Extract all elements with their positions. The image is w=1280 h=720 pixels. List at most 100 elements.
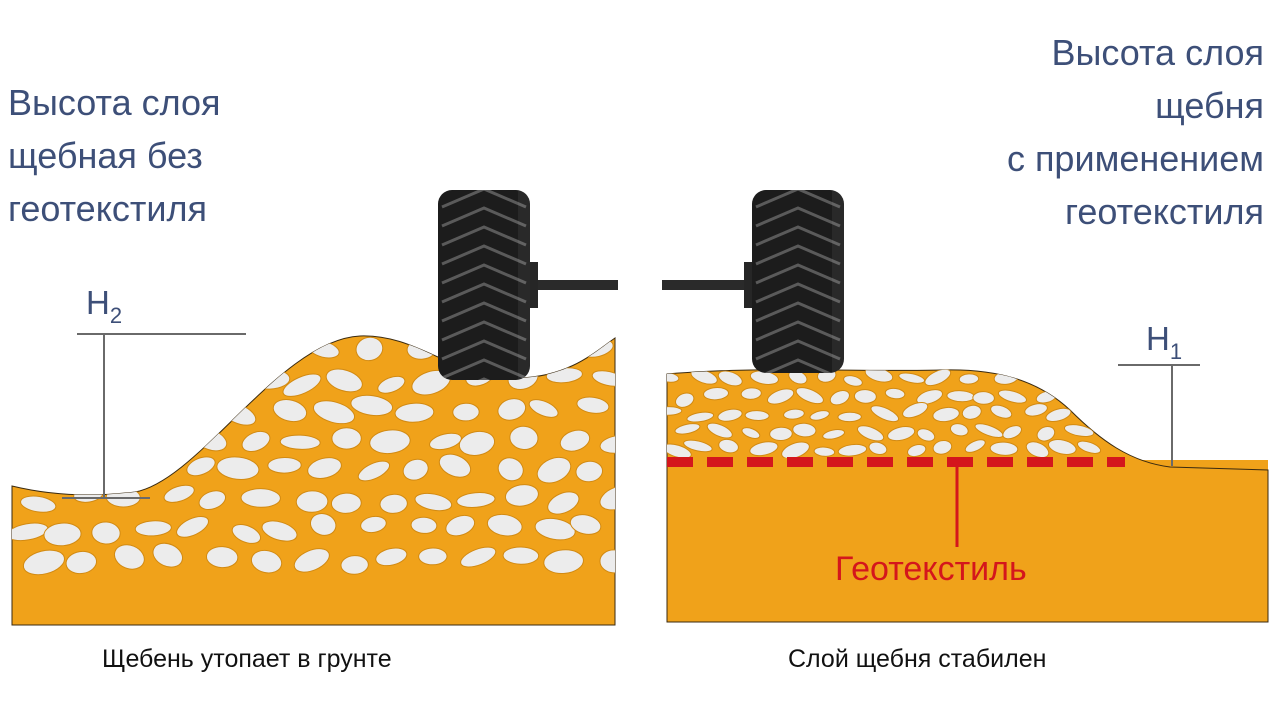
gravel-stone	[250, 549, 283, 574]
tire-tread-groove	[441, 263, 527, 285]
gravel-stone	[122, 432, 151, 449]
left-title: Высота слоя щебная без геотекстиля	[8, 76, 221, 235]
gravel-stone	[293, 548, 330, 573]
gravel-stone	[683, 439, 713, 453]
gravel-stone	[452, 402, 480, 422]
gravel-stone	[949, 423, 969, 437]
gravel-stone	[547, 491, 580, 515]
gravel-stone	[509, 425, 539, 451]
gravel-stone	[357, 460, 391, 482]
gravel-stone	[267, 456, 302, 474]
tire-highlight	[518, 190, 530, 380]
gravel-stone	[176, 515, 210, 538]
gravel-stone	[486, 513, 523, 537]
gravel-stone	[360, 515, 387, 534]
tire-tread-groove	[755, 225, 841, 247]
gravel-stone	[182, 397, 211, 422]
gravel-stone	[543, 549, 584, 575]
tire-tread-groove	[755, 339, 841, 361]
gravel-stone	[534, 517, 576, 541]
gravel-stone	[223, 345, 254, 365]
gravel-stone	[843, 375, 863, 387]
gravel-stone	[528, 399, 559, 418]
gravel-stone	[1063, 424, 1095, 438]
gravel-stone	[12, 341, 35, 360]
gravel-stone	[375, 547, 408, 567]
gravel-stone	[1002, 425, 1022, 440]
gravel-stone	[134, 520, 172, 537]
gravel-stone	[853, 389, 877, 404]
gravel-stone	[456, 492, 496, 508]
gravel-stone	[599, 434, 615, 454]
gravel-stone	[916, 428, 936, 442]
gravel-stone	[887, 426, 916, 442]
right-wheel-icon	[752, 190, 844, 373]
gravel-stone	[12, 460, 35, 481]
gravel-stone	[1077, 369, 1104, 386]
tire-tread-groove	[755, 244, 841, 266]
gravel-stone	[932, 439, 953, 455]
left-title-line-3: геотекстиля	[8, 188, 207, 229]
gravel-stone	[369, 429, 411, 455]
gravel-stone	[990, 404, 1013, 419]
tire-tread-groove	[441, 282, 527, 304]
gravel-stone	[497, 457, 524, 482]
gravel-stone	[133, 341, 163, 363]
gravel-stone	[240, 488, 281, 508]
gravel-stone	[307, 457, 342, 479]
gravel-stone	[502, 546, 540, 565]
gravel-stone	[113, 365, 146, 385]
gravel-stone	[718, 438, 739, 454]
gravel-stone	[829, 389, 850, 406]
gravel-stone	[272, 399, 308, 423]
gravel-stone	[559, 429, 591, 452]
right-panel: Геотекстиль H1	[662, 190, 1269, 623]
right-axle	[662, 280, 752, 290]
gravel-stone	[1076, 440, 1102, 454]
gravel-stone	[429, 432, 462, 451]
gravel-stone	[497, 398, 527, 421]
gravel-stone	[113, 544, 145, 570]
tire-tread-groove	[755, 358, 841, 373]
gravel-stone	[741, 427, 761, 439]
tire-tread-groove	[442, 170, 526, 188]
gravel-stone	[330, 492, 362, 514]
gravel-stone	[766, 388, 795, 405]
gravel-stone	[924, 369, 952, 387]
gravel-stone	[21, 430, 54, 455]
gravel-stone	[418, 547, 448, 566]
left-title-line-1: Высота слоя	[8, 82, 221, 123]
gravel-stone	[749, 441, 779, 457]
gravel-stone	[12, 399, 35, 425]
tire-tread-groove	[441, 339, 527, 361]
tire-tread-groove	[755, 320, 841, 342]
gravel-stone	[340, 555, 369, 575]
gravel-stone	[394, 402, 435, 423]
gravel-stone	[1064, 387, 1090, 404]
geotextile-pointer-dot	[953, 459, 961, 467]
gravel-stone	[1036, 425, 1056, 442]
gravel-stone	[279, 434, 321, 450]
gravel-stone	[186, 456, 216, 477]
tire-tread-groove	[755, 206, 841, 228]
tire-tread-groove	[755, 190, 841, 209]
gravel-stone	[137, 398, 170, 422]
gravel-stone	[153, 370, 191, 393]
gravel-stone	[1025, 441, 1050, 458]
gravel-stone	[355, 336, 384, 362]
gravel-stone	[958, 373, 980, 385]
gravel-stone	[1082, 410, 1103, 425]
gravel-stone	[902, 402, 929, 419]
gravel-stone	[86, 452, 119, 478]
gravel-stone	[822, 429, 846, 440]
gravel-stone	[198, 490, 227, 510]
gravel-stone	[898, 372, 926, 384]
gravel-stone	[989, 441, 1019, 456]
right-title: Высота слоя щебня с применением геотекст…	[1007, 26, 1264, 238]
tire-highlight	[832, 190, 844, 373]
gravel-stone	[22, 549, 66, 576]
gravel-stone	[783, 408, 805, 420]
gravel-stone	[152, 542, 184, 568]
gravel-stone	[667, 443, 692, 458]
